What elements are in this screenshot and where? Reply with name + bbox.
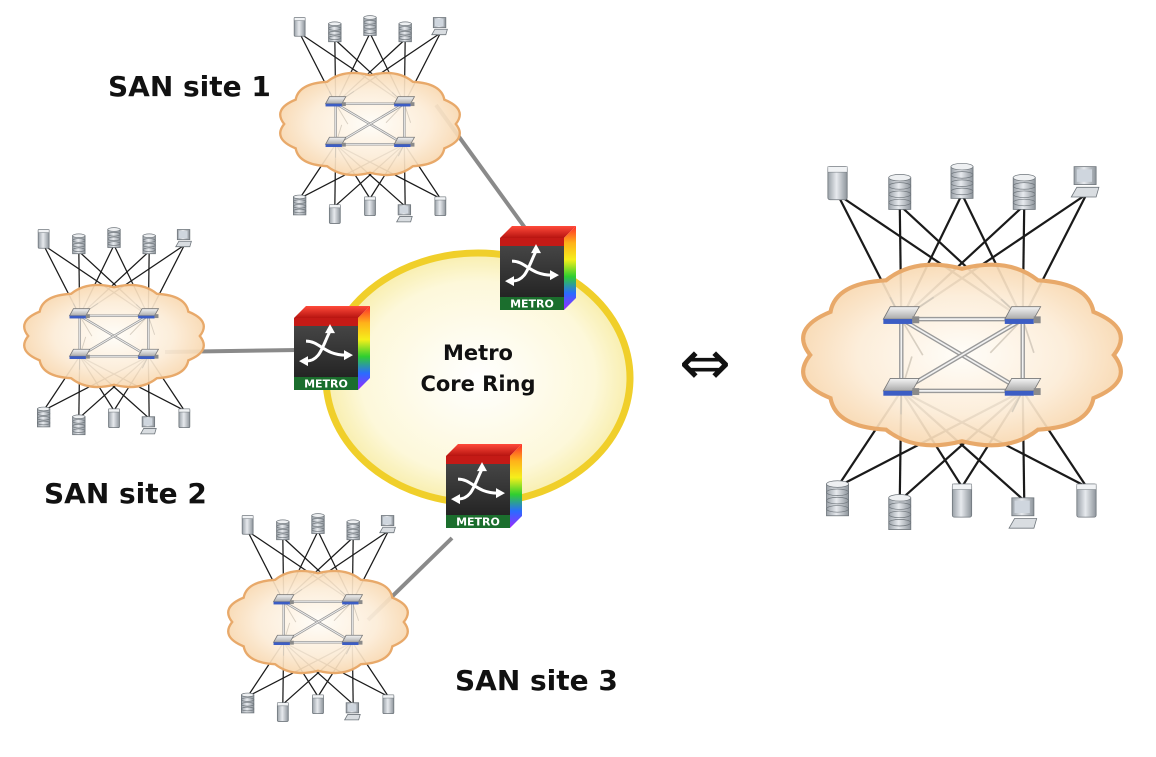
workstation-icon <box>1008 497 1038 529</box>
disk-array-icon <box>107 227 121 248</box>
workstation-icon <box>395 204 413 223</box>
metro-router-icon: METRO <box>294 306 370 391</box>
server-tower-icon <box>1076 483 1097 518</box>
metro-badge-label: METRO <box>304 378 348 391</box>
server-tower-icon <box>951 483 973 518</box>
workstation-icon <box>139 416 157 435</box>
fc-switch-icon <box>272 594 295 605</box>
disk-array-icon <box>888 494 912 530</box>
server-tower-icon <box>178 408 191 429</box>
san-site-2 <box>23 227 205 436</box>
switch-mesh <box>899 316 1025 394</box>
workstation-icon <box>1070 166 1100 198</box>
fc-switch-icon <box>393 136 416 148</box>
server-tower-icon <box>108 408 120 429</box>
server-tower-icon <box>312 694 324 715</box>
fc-switch-icon <box>324 96 347 107</box>
san-site-1 <box>279 15 461 224</box>
server-tower-icon <box>293 17 306 37</box>
metro-core-ring: Metro Core Ring <box>322 249 634 507</box>
fc-switch-icon <box>68 348 91 360</box>
fc-switch-icon <box>1004 306 1042 324</box>
fc-switch-icon <box>137 348 160 360</box>
metro-router-icon: METRO <box>446 444 522 529</box>
disk-array-icon <box>311 513 325 534</box>
workstation-icon <box>431 17 448 36</box>
fc-switch-icon <box>1004 378 1042 396</box>
metro-routers: METRO METRO METRO <box>294 226 576 529</box>
server-tower-icon <box>328 204 341 224</box>
fc-switch-icon <box>68 308 91 319</box>
site1-label: SAN site 1 <box>108 70 271 103</box>
disk-array-icon <box>888 174 912 210</box>
disk-array-icon <box>826 480 849 517</box>
workstation-icon <box>379 515 396 534</box>
san-site-3 <box>227 513 409 722</box>
ring-label-line2: Core Ring <box>420 372 535 396</box>
workstation-icon <box>175 229 192 248</box>
server-tower-icon <box>241 515 254 535</box>
disk-array-icon <box>328 21 342 43</box>
san-combined <box>801 162 1123 530</box>
fc-switch-icon <box>882 306 920 324</box>
server-tower-icon <box>434 196 447 217</box>
server-tower-icon <box>382 694 395 715</box>
site3-label: SAN site 3 <box>455 664 618 697</box>
disk-array-icon <box>293 194 307 216</box>
workstation-icon <box>343 702 361 721</box>
disk-array-icon <box>72 233 86 255</box>
site2-label: SAN site 2 <box>44 477 207 510</box>
fc-switch-icon <box>393 96 416 107</box>
metro-router-icon: METRO <box>500 226 576 311</box>
server-tower-icon <box>827 166 848 201</box>
fc-switch-icon <box>137 308 160 319</box>
server-tower-icon <box>364 196 376 217</box>
disk-array-icon <box>346 519 360 541</box>
fc-switch-icon <box>341 594 364 605</box>
disk-array-icon <box>37 406 51 428</box>
metro-badge-label: METRO <box>510 298 554 311</box>
metro-badge-label: METRO <box>456 516 500 529</box>
equivalence-arrow-icon: ⇔ <box>679 326 731 399</box>
disk-array-icon <box>398 21 412 43</box>
fc-switch-icon <box>324 136 347 148</box>
disk-array-icon <box>72 414 86 436</box>
disk-array-icon <box>950 162 974 199</box>
disk-array-icon <box>363 15 377 36</box>
fc-switch-icon <box>341 634 364 646</box>
disk-array-icon <box>1012 174 1036 210</box>
fc-switch-icon <box>272 634 295 646</box>
server-tower-icon <box>37 229 50 249</box>
server-tower-icon <box>276 702 289 722</box>
ring-label-line1: Metro <box>443 341 513 365</box>
fc-switch-icon <box>882 378 920 396</box>
disk-array-icon <box>241 692 255 714</box>
disk-array-icon <box>142 233 156 255</box>
disk-array-icon <box>276 519 290 541</box>
